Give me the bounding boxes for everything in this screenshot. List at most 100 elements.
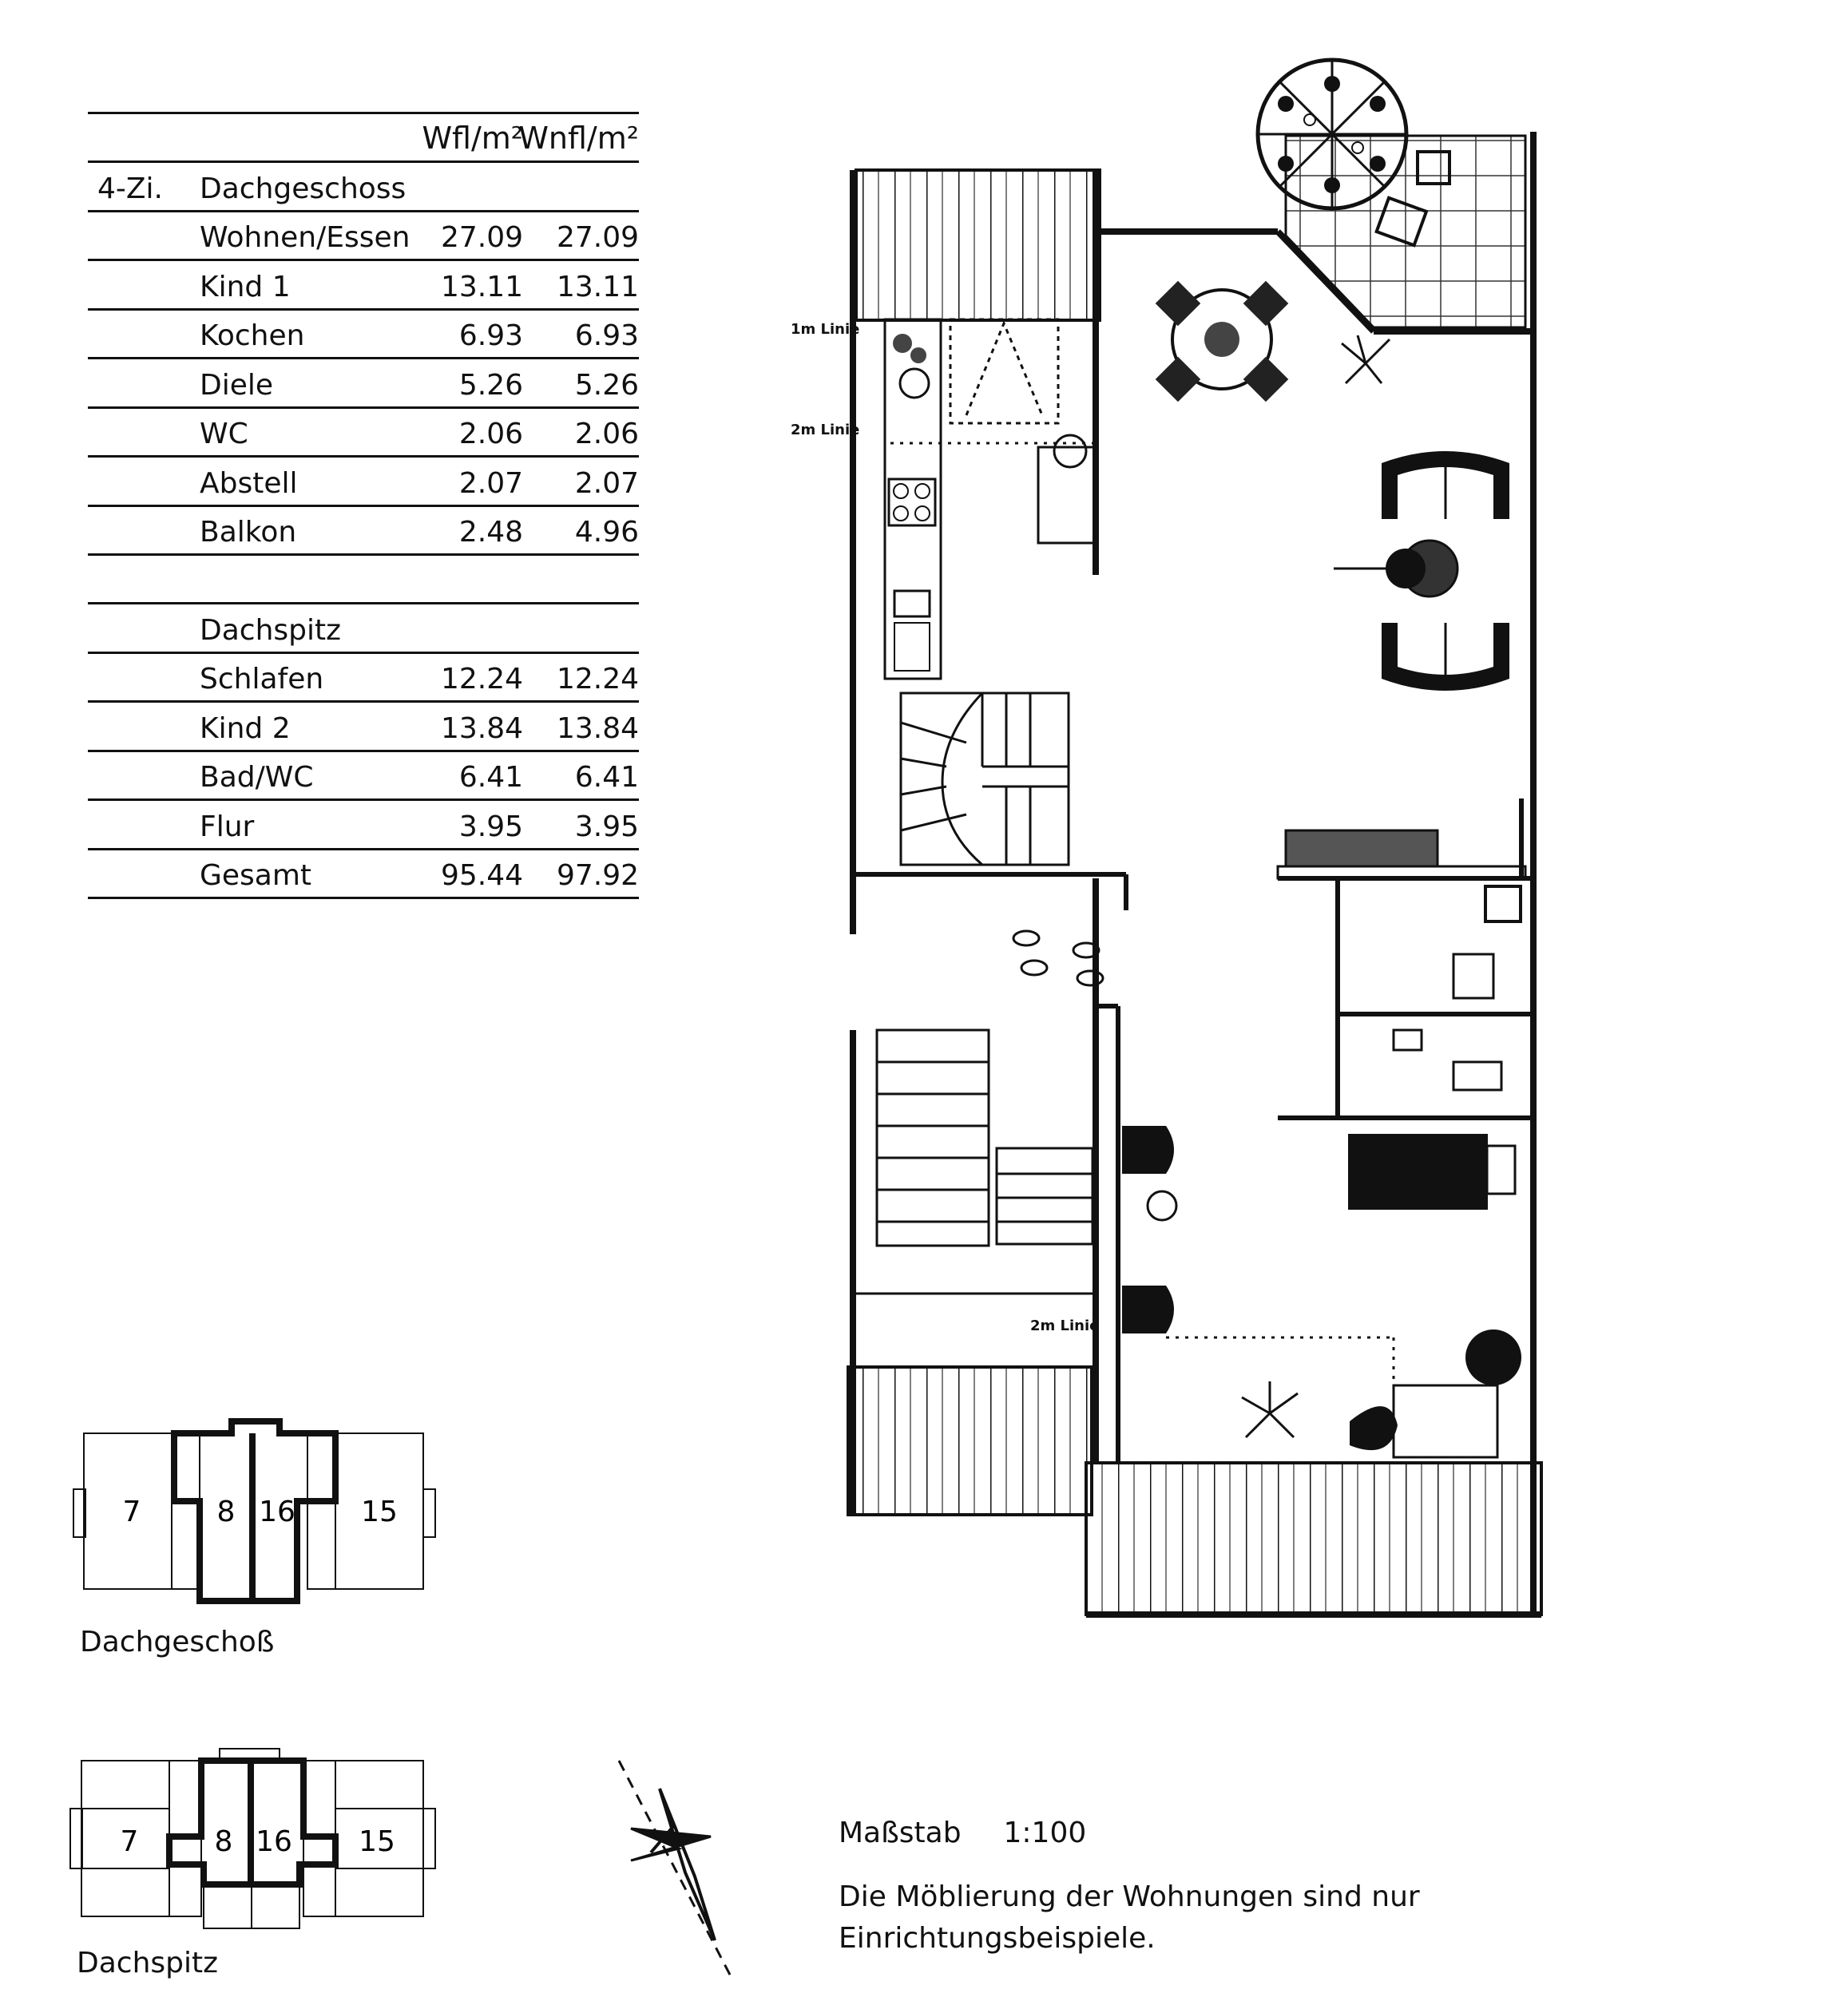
parasol-icon xyxy=(1255,57,1409,211)
scale-label: Maßstab xyxy=(839,1817,962,1849)
table-row: WC 2.06 2.06 xyxy=(88,409,639,458)
wc-basin-icon xyxy=(1392,1028,1423,1052)
plant-icon xyxy=(1341,335,1391,385)
section-dachspitz-row: Dachspitz xyxy=(88,604,639,654)
wnfl-value: 4.96 xyxy=(574,516,639,549)
skylight xyxy=(949,318,1060,425)
wfl-value: 12.24 xyxy=(440,663,523,695)
roof-slope-hatch xyxy=(847,1365,1093,1516)
keyplan-dachgeschoss: 7 8 16 15 xyxy=(73,1418,436,1604)
keyplan-unit-label: 15 xyxy=(359,1825,395,1858)
plant-icon xyxy=(1146,1190,1178,1222)
col-wnfl-header: Wnfl/m² xyxy=(518,121,639,156)
keyplan-unit-label: 8 xyxy=(217,1496,236,1528)
section-dachgeschoss-row: 4-Zi. Dachgeschoss xyxy=(88,163,639,212)
room-name: Kochen xyxy=(200,319,305,352)
north-arrow-icon xyxy=(617,1760,732,1977)
wfl-value: 27.09 xyxy=(440,221,523,254)
roof-slope-hatch xyxy=(1085,1461,1543,1616)
wfl-value: 6.93 xyxy=(458,319,523,352)
room-name: WC xyxy=(200,418,248,450)
interior-walls xyxy=(853,798,1533,1463)
wnfl-value: 6.93 xyxy=(574,319,639,352)
room-name: Kind 2 xyxy=(200,711,291,745)
kitchen-unit xyxy=(1037,446,1096,545)
stove-icon xyxy=(887,477,937,527)
height-line-label: 2m Linie xyxy=(791,422,860,438)
chair-icon xyxy=(1374,196,1429,248)
keyplan-unit-label: 7 xyxy=(121,1825,139,1858)
keyplan-unit-label: 8 xyxy=(215,1825,233,1858)
exterior-walls xyxy=(850,132,1541,1618)
table-row: Kind 1 13.11 13.11 xyxy=(88,261,639,311)
sofa-icon xyxy=(1382,623,1509,691)
roof-slope-hatch xyxy=(855,168,1101,322)
wnfl-value: 13.11 xyxy=(556,270,639,303)
keyplan-dachspitz: 7 8 16 15 xyxy=(69,1748,436,1929)
wfl-value: 13.84 xyxy=(440,711,523,745)
col-wfl-header: Wfl/m² xyxy=(422,121,523,156)
apartment-type: 4-Zi. xyxy=(97,172,164,205)
room-name: Schlafen xyxy=(200,663,324,695)
dining-table-icon xyxy=(1155,280,1289,402)
height-line-label: 2m Linie xyxy=(1030,1318,1100,1334)
area-table: Wfl/m² Wnfl/m² 4-Zi. Dachgeschoss Wohnen… xyxy=(88,112,639,899)
note-line: Die Möblierung der Wohnungen sind nur xyxy=(839,1880,1420,1913)
note-line: Einrichtungsbeispiele. xyxy=(839,1922,1156,1955)
furnishing-note: Die Möblierung der Wohnungen sind nur Ei… xyxy=(839,1876,1420,1960)
bathtub-icon xyxy=(1348,1134,1488,1210)
shelf xyxy=(1276,865,1527,880)
table-row: Kind 2 13.84 13.84 xyxy=(88,703,639,752)
wfl-value: 2.48 xyxy=(458,516,523,549)
toilet-icon xyxy=(1452,953,1495,1000)
wfl-value: 13.11 xyxy=(440,270,523,303)
armchair-icon xyxy=(1350,1329,1521,1459)
desk-icon xyxy=(1284,829,1439,868)
keyplan-unit-label: 15 xyxy=(361,1496,398,1528)
room-name: Abstell xyxy=(200,466,298,500)
coffee-table-icon xyxy=(1334,539,1459,598)
wnfl-value: 2.06 xyxy=(574,418,639,450)
table-row: Kochen 6.93 6.93 xyxy=(88,311,639,359)
table-spacer-row xyxy=(88,556,639,604)
toilet-icon xyxy=(1452,1060,1503,1092)
wnfl-value: 2.07 xyxy=(574,466,639,500)
wnfl-value: 13.84 xyxy=(556,711,639,745)
scale-line: Maßstab 1:100 xyxy=(839,1813,1086,1854)
scale-value: 1:100 xyxy=(1003,1817,1087,1849)
footprints-icon xyxy=(1012,929,1104,987)
keyplan-unit-label: 7 xyxy=(123,1496,141,1528)
wfl-value: 5.26 xyxy=(458,368,523,402)
room-name: Flur xyxy=(200,810,255,843)
straight-staircase xyxy=(853,1028,1094,1295)
balcony xyxy=(1284,134,1527,329)
room-name: Kind 1 xyxy=(200,270,291,303)
table-header: Wfl/m² Wnfl/m² xyxy=(88,112,639,163)
spiral-staircase xyxy=(899,691,1070,866)
section-title: Dachspitz xyxy=(200,613,342,647)
wnfl-value: 5.26 xyxy=(574,368,639,402)
wfl-value: 2.06 xyxy=(458,418,523,450)
wfl-value: 6.41 xyxy=(458,761,523,794)
keyplan-caption: Dachgeschoß xyxy=(80,1626,275,1658)
wnfl-value: 6.41 xyxy=(574,761,639,794)
sofa-icon xyxy=(1382,451,1509,519)
keyplan-unit-label: 16 xyxy=(256,1825,292,1858)
kitchen-counter xyxy=(883,318,942,680)
chair-icon xyxy=(1416,150,1451,185)
plant-icon xyxy=(1241,1381,1299,1439)
keyplan-unit-label: 16 xyxy=(259,1496,295,1528)
wnfl-value: 97.92 xyxy=(556,859,639,892)
shower-icon xyxy=(1484,885,1522,923)
section-title: Dachgeschoss xyxy=(200,172,406,205)
wfl-value: 95.44 xyxy=(440,859,523,892)
